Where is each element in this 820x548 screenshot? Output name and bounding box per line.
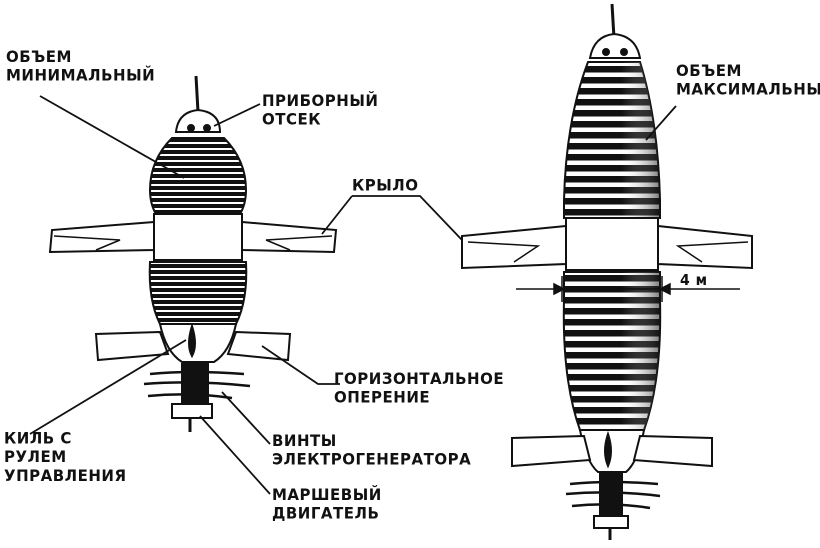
label-main-engine: МАРШЕВЫЙ ДВИГАТЕЛЬ: [272, 485, 382, 523]
wing-right-b: [657, 224, 753, 270]
tail-cone-left: [158, 323, 238, 363]
label-horizontal-tail: ГОРИЗОНТАЛЬНОЕ ОПЕРЕНИЕ: [334, 369, 505, 407]
label-dimension: 4 м: [680, 272, 708, 290]
antenna-right: [610, 3, 616, 39]
htail-left-a: [94, 330, 170, 362]
prop-hub-right: [599, 473, 623, 517]
label-wing: КРЫЛО: [352, 175, 419, 195]
airship-maximal: [461, 3, 753, 540]
label-fin-rudder: КИЛЬ С РУЛЕМ УПРАВЛЕНИЯ: [4, 428, 127, 486]
label-volume-max: ОБЪЕМ МАКСИМАЛЬНЫЙ: [676, 61, 820, 99]
label-generator-props: ВИНТЫ ЭЛЕКТРОГЕНЕРАТОРА: [272, 431, 472, 469]
htail-right-b: [632, 434, 713, 468]
instrument-bay-right: [588, 32, 642, 59]
wing-left-a: [48, 220, 155, 254]
prop-hub-left: [181, 363, 209, 405]
htail-left-b: [226, 330, 292, 362]
label-instrument-bay: ПРИБОРНЫЙ ОТСЕК: [262, 91, 379, 129]
engine-left: [171, 403, 213, 419]
wing-right-a: [461, 224, 567, 270]
dimension-4m: [516, 276, 740, 302]
upper-body-ribs: [148, 137, 248, 215]
lower-body-ribs: [148, 261, 248, 325]
mid-band-left: [153, 213, 243, 261]
instrument-bay-left: [174, 108, 222, 133]
airship-minimal: [48, 75, 338, 432]
leader-lines: [29, 95, 677, 495]
mid-band-right: [565, 217, 659, 271]
antenna-left: [194, 75, 200, 113]
htail-right-a: [511, 434, 592, 468]
wing-left-b: [241, 220, 338, 254]
label-volume-min: ОБЪЕМ МИНИМАЛЬНЫЙ: [6, 47, 156, 85]
engine-right: [593, 515, 629, 529]
